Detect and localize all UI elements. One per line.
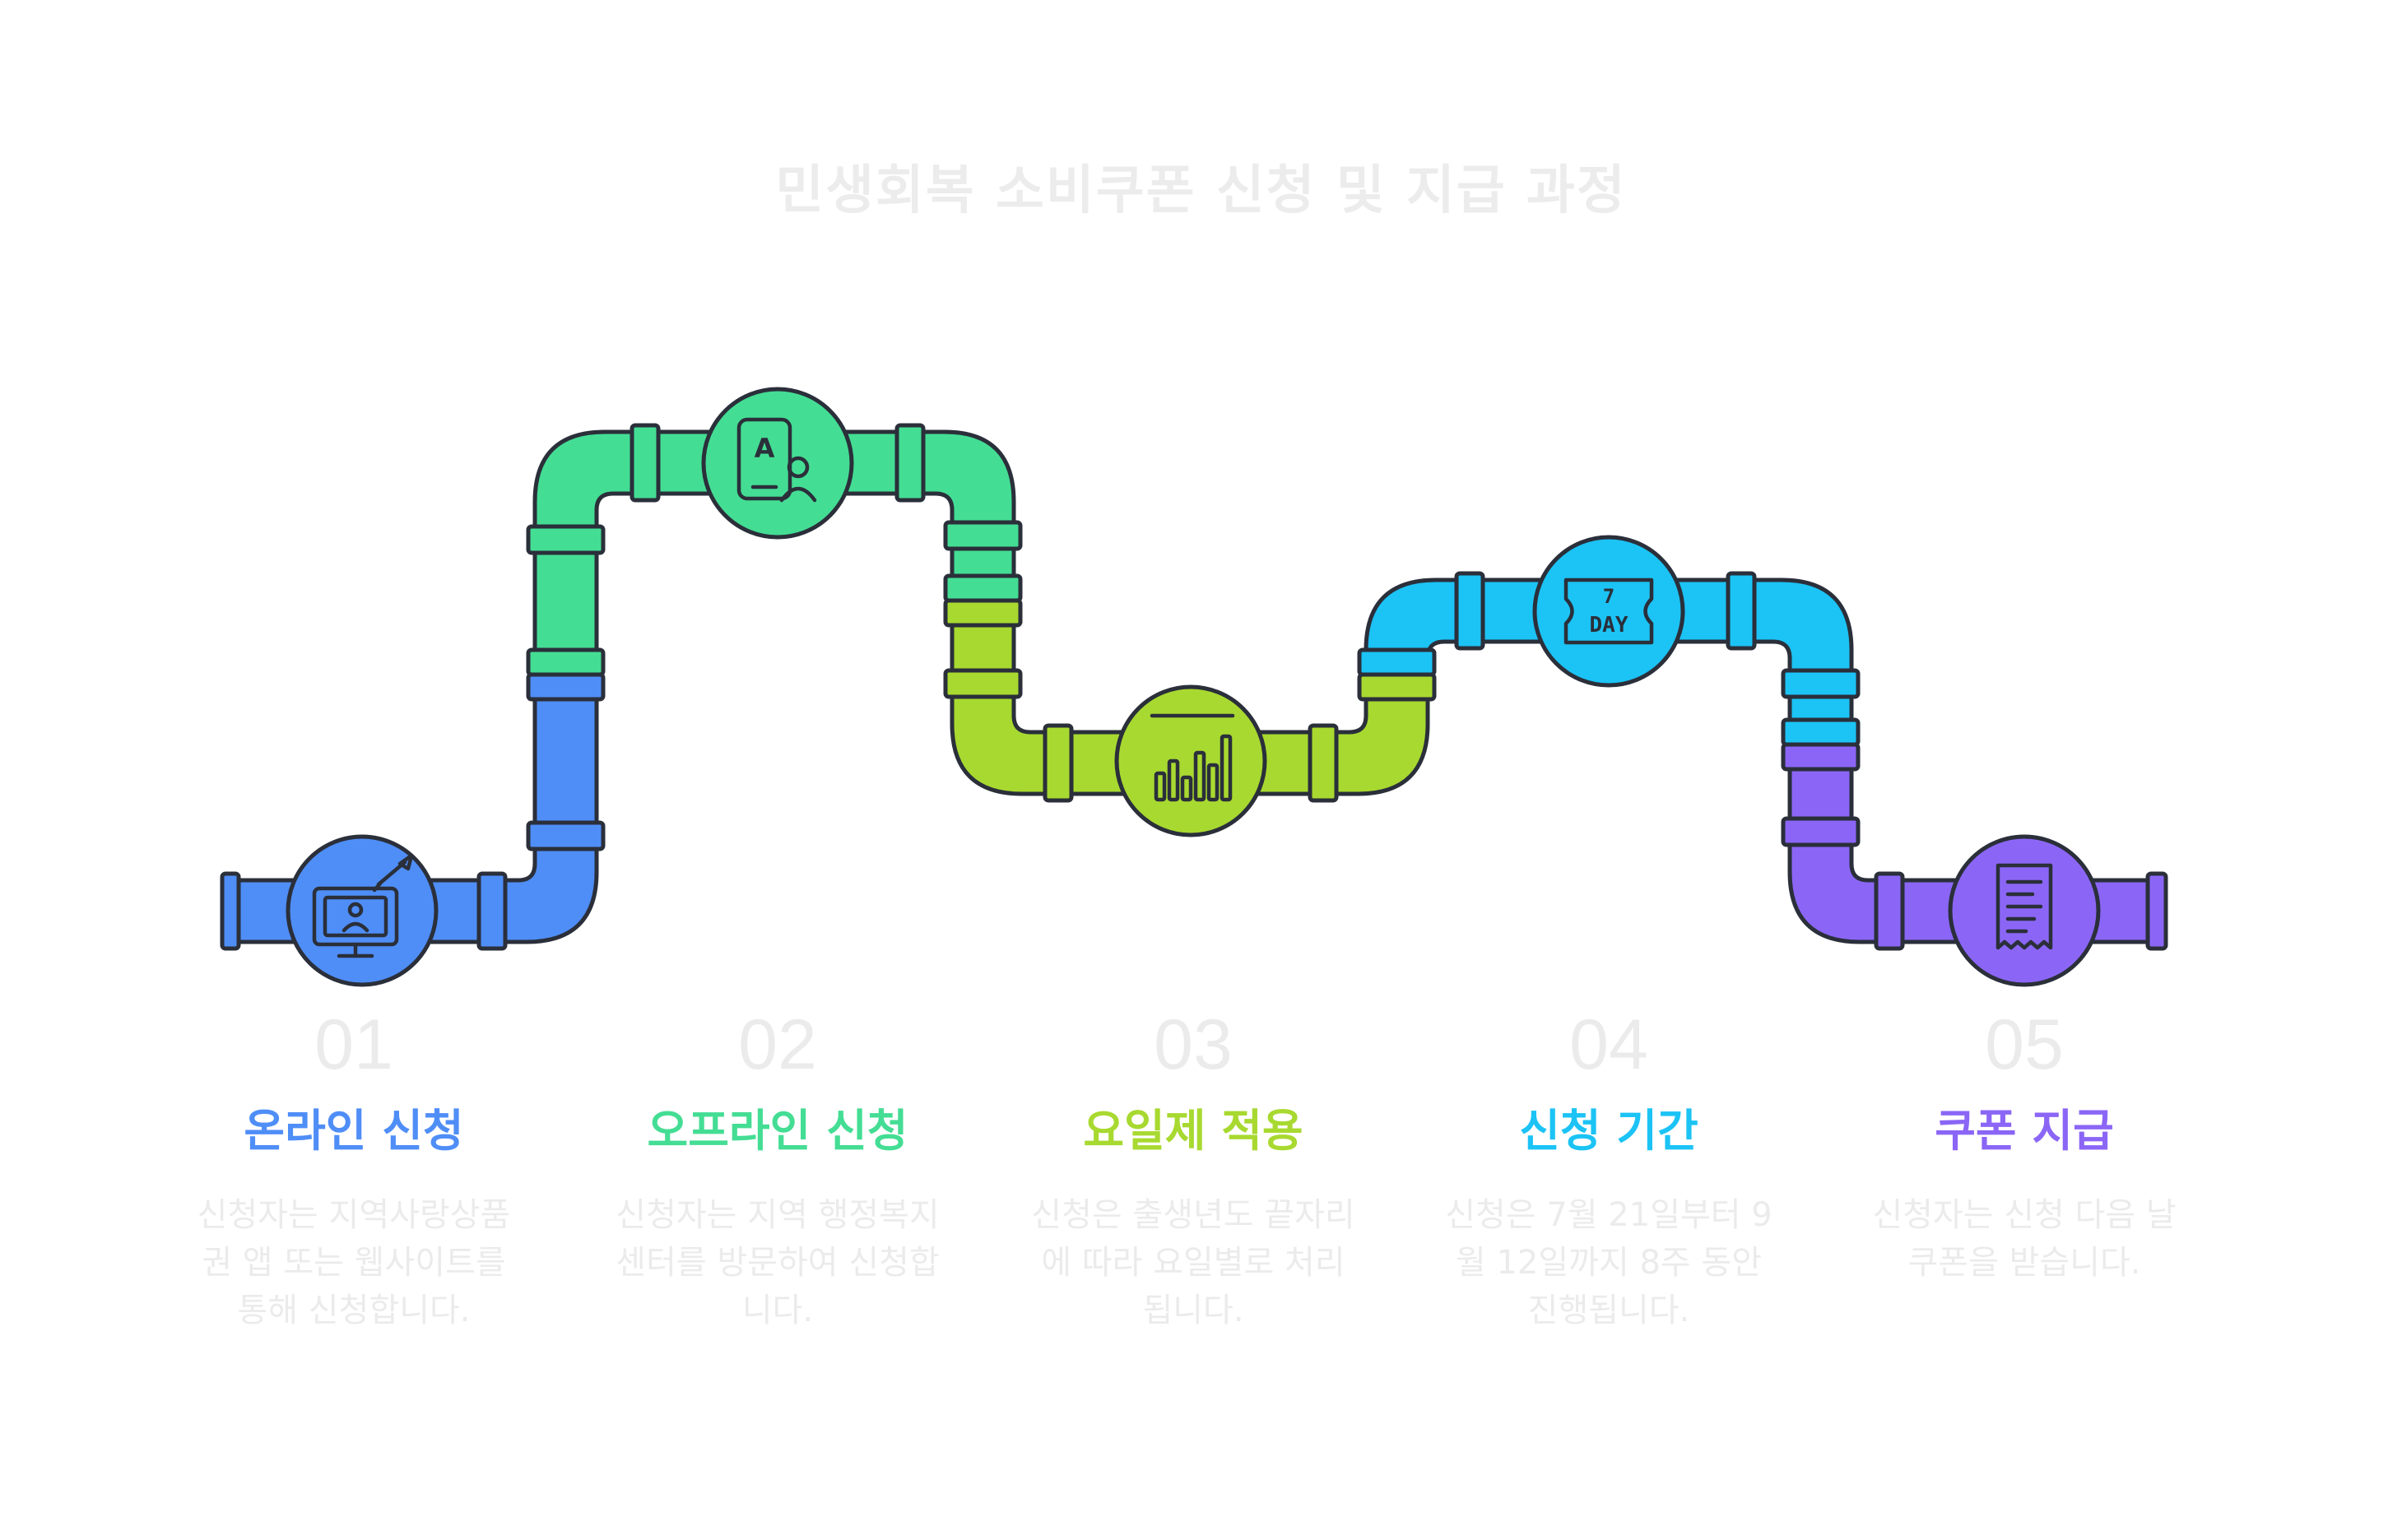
online-application-monitor-icon [312, 853, 414, 958]
node-circle-4 [1532, 535, 1685, 688]
step-5: 05 쿠폰 지급 신청자는 신청 다음 날 쿠폰을 받습니다. [1851, 1004, 2197, 1287]
step-label: 요일제 적용 [1083, 1105, 1303, 1157]
step-1: 01 온라인 신청 신청자는 지역사랑상품권 앱 또는 웹사이트를 통해 신청합… [181, 1004, 527, 1334]
step-label: 신청 기간 [1519, 1105, 1698, 1157]
step-number: 05 [1985, 1005, 2064, 1084]
step-description: 신청은 7월 21일부터 9월 12일까지 8주 동안 진행됩니다. [1445, 1196, 1772, 1329]
id-card-letter: A [755, 433, 775, 464]
node-circle-2 [701, 387, 854, 540]
step-number: 04 [1569, 1005, 1648, 1084]
step-description: 신청자는 지역사랑상품권 앱 또는 웹사이트를 통해 신청합니다. [197, 1196, 511, 1329]
diagram-title: 민생회복 소비쿠폰 신청 및 지급 과정 [775, 160, 1627, 221]
step-number: 01 [314, 1005, 393, 1084]
pipe-segment-green [526, 423, 1023, 677]
step-label: 쿠폰 지급 [1935, 1105, 2114, 1157]
step-number: 02 [738, 1005, 817, 1084]
node-circle-3 [1114, 684, 1267, 837]
id-card-person-icon [736, 417, 817, 503]
seven-day-ticket-icon [1563, 578, 1654, 645]
step-label: 온라인 신청 [244, 1105, 464, 1157]
node-circle-5 [1948, 834, 2101, 987]
step-4: 04 신청 기간 신청은 7월 21일부터 9월 12일까지 8주 동안 진행됩… [1436, 1004, 1782, 1334]
step-number: 03 [1154, 1005, 1233, 1084]
ticket-number: 7 [1603, 585, 1614, 608]
step-description: 신청은 출생년도 끝자리에 따라 요일별로 처리됩니다. [1031, 1196, 1355, 1329]
ticket-day-label: DAY [1590, 613, 1628, 638]
step-label: 오프라인 신청 [647, 1105, 908, 1157]
step-description: 신청자는 신청 다음 날 쿠폰을 받습니다. [1872, 1196, 2177, 1282]
pipe-segment-lime [943, 598, 1437, 803]
step-2: 02 오프라인 신청 신청자는 지역 행정복지센터를 방문하여 신청합니다. [605, 1004, 950, 1334]
step-description: 신청자는 지역 행정복지센터를 방문하여 신청합니다. [616, 1196, 940, 1329]
step-3: 03 요일제 적용 신청은 출생년도 끝자리에 따라 요일별로 처리됩니다. [1020, 1004, 1366, 1334]
receipt-icon [1995, 863, 2053, 950]
bar-chart-icon [1150, 713, 1235, 802]
